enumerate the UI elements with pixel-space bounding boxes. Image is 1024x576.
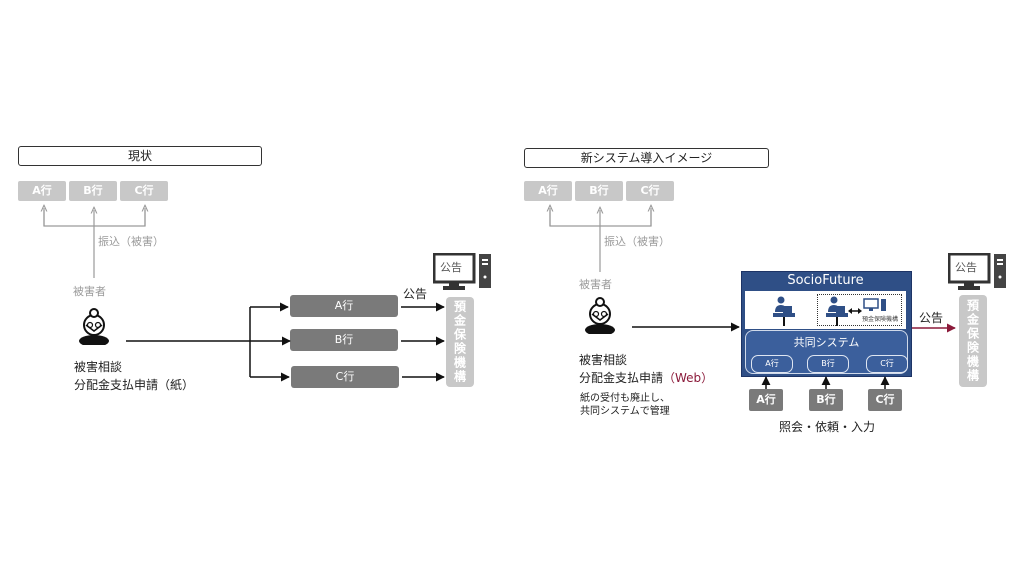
consult-line1-right: 被害相談: [579, 353, 628, 367]
bank-c-top-right: C行: [626, 181, 674, 201]
small-monitor-icon: [863, 297, 887, 311]
monitor-notice-text: 公告: [440, 261, 462, 274]
dashed-dic-label: 預金保険機構: [862, 316, 899, 323]
consult-line1: 被害相談: [74, 360, 123, 374]
operator-icon-left: [773, 296, 795, 326]
right-application-arrow: [632, 322, 890, 389]
note-line1: 紙の受付も廃止し、: [580, 393, 670, 404]
bank-c-top: C行: [120, 181, 168, 201]
victim-label: 被害者: [73, 285, 106, 298]
transfer-label-right: 振込（被害）: [604, 235, 670, 248]
sociofuture-inner-area: [745, 291, 906, 329]
victim-person-icon-right: [582, 294, 618, 336]
right-transfer-connector: [550, 208, 651, 272]
monitor-notice-text-right: 公告: [955, 261, 977, 274]
deposit-insurance-corp-right: 預金保険機構: [959, 295, 987, 387]
left-transfer-connector: [44, 208, 145, 278]
victim-label-right: 被害者: [579, 278, 612, 291]
bank-b-bottom: B行: [809, 389, 843, 411]
bank-c-bottom: C行: [868, 389, 902, 411]
bank-a-top-right: A行: [524, 181, 572, 201]
bank-b-top: B行: [69, 181, 117, 201]
bank-a-mid: A行: [290, 295, 398, 317]
operator-icon-right: [826, 296, 848, 326]
victim-person-icon: [76, 305, 112, 347]
dashed-dic-area: [817, 294, 902, 326]
double-arrow-icon: [848, 300, 862, 314]
db-c: C行: [866, 355, 908, 373]
bank-a-bottom: A行: [749, 389, 783, 411]
current-state-title: 現状: [18, 146, 262, 166]
inquiry-label: 照会・依頼・入力: [779, 420, 876, 434]
left-application-arrows: [126, 302, 445, 382]
bank-b-top-right: B行: [575, 181, 623, 201]
monitor-icon-right: [947, 252, 1008, 293]
new-system-title: 新システム導入イメージ: [524, 148, 769, 168]
bank-b-mid: B行: [290, 329, 398, 351]
deposit-insurance-corp-left: 預金保険機構: [446, 297, 474, 387]
notice-label-right: 公告: [919, 311, 944, 325]
notice-label: 公告: [403, 287, 428, 301]
note-line2: 共同システムで管理: [580, 406, 670, 417]
db-b: B行: [807, 355, 849, 373]
shared-system-label: 共同システム: [793, 336, 860, 349]
bank-a-top: A行: [18, 181, 66, 201]
consult-line2: 分配金支払申請（紙）: [74, 378, 195, 392]
web-accent-text: （Web）: [663, 371, 714, 385]
consult-line2-right: 分配金支払申請（Web）: [579, 369, 713, 386]
sociofuture-title: SocioFuture: [787, 273, 864, 288]
consult-line2-text: 分配金支払申請: [579, 371, 664, 385]
transfer-label: 振込（被害）: [98, 235, 164, 248]
bank-c-mid: C行: [291, 366, 399, 388]
db-a: A行: [751, 355, 793, 373]
monitor-icon: [432, 252, 493, 293]
